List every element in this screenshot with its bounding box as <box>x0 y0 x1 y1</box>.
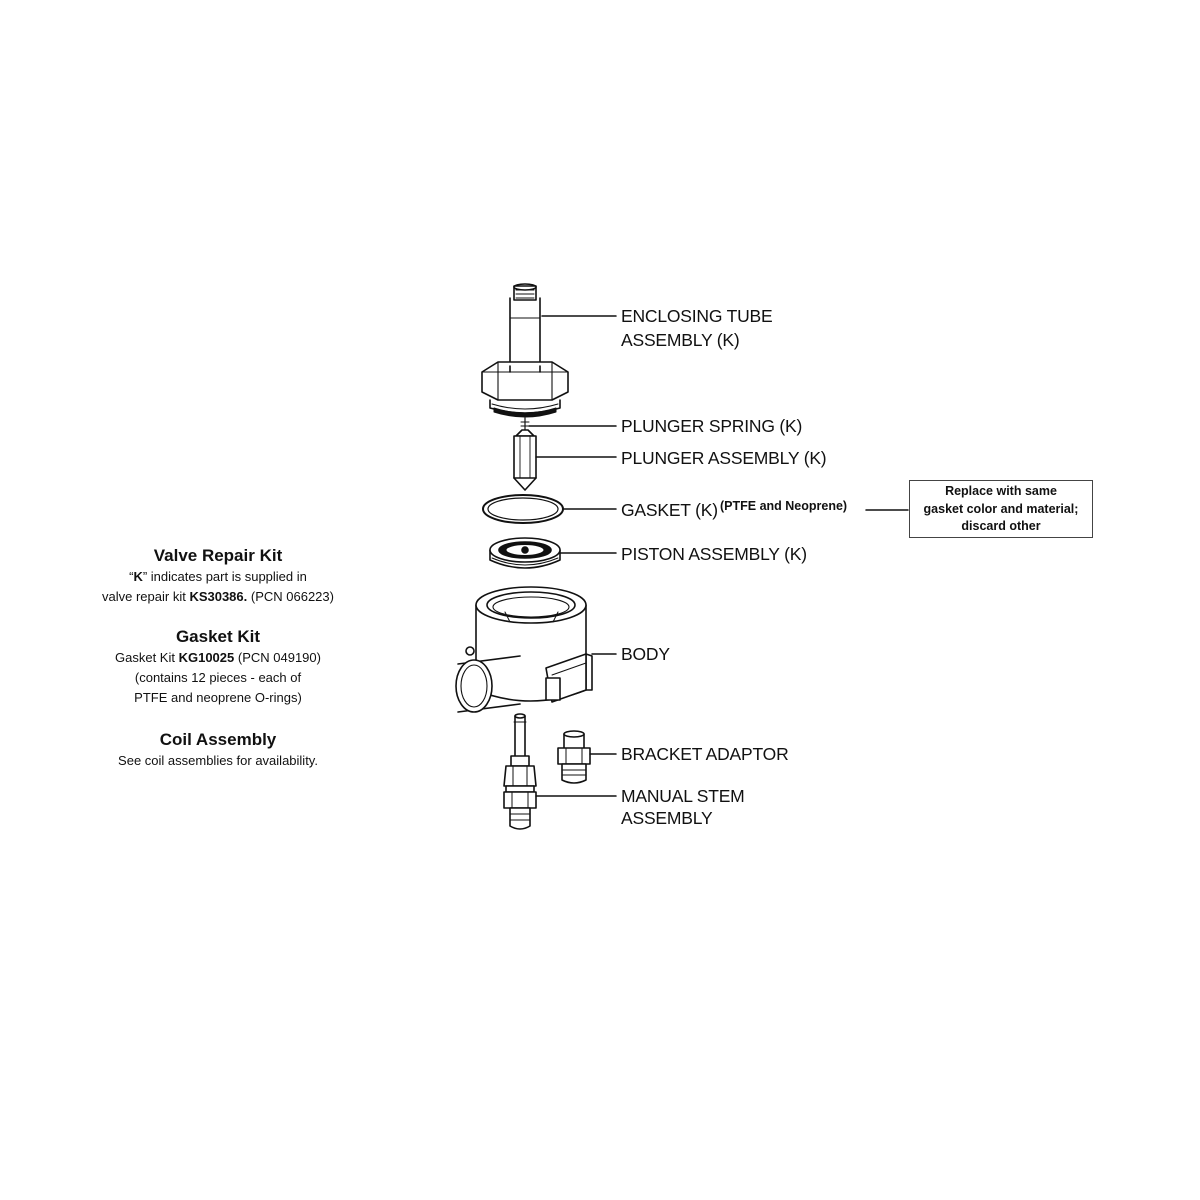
label-enclosing-tube-line2: ASSEMBLY (K) <box>621 330 740 350</box>
manual-stem-drawing <box>503 713 537 830</box>
replace-note-box: Replace with same gasket color and mater… <box>909 480 1093 538</box>
coil-assembly-line1: See coil assemblies for availability. <box>118 753 318 768</box>
label-gasket: GASKET (K) <box>621 500 718 520</box>
gasket-kit-title: Gasket Kit <box>175 627 261 646</box>
label-plunger-spring: PLUNGER SPRING (K) <box>621 416 802 436</box>
plunger-drawing <box>513 417 537 491</box>
gasket-kit-line2: (contains 12 pieces - each of <box>134 670 302 685</box>
coil-assembly-block: Coil Assembly See coil assemblies for av… <box>90 729 346 771</box>
replace-note-line3: discard other <box>961 519 1041 533</box>
valve-repair-kit-line2: valve repair kit KS30386. (PCN 066223) <box>102 589 334 604</box>
label-manual-stem-line2: ASSEMBLY <box>621 808 713 828</box>
gasket-kit-line3: PTFE and neoprene O-rings) <box>134 690 302 705</box>
label-enclosing-tube-line1: ENCLOSING TUBE <box>621 306 773 326</box>
coil-assembly-title: Coil Assembly <box>159 730 277 749</box>
gasket-drawing <box>482 494 564 524</box>
leader-lines <box>528 315 909 797</box>
valve-repair-kit-block: Valve Repair Kit “K” indicates part is s… <box>90 545 346 607</box>
label-bracket-adaptor: BRACKET ADAPTOR <box>621 744 789 764</box>
enclosing-tube-assembly-drawing <box>481 283 569 418</box>
replace-note-line2: gasket color and material; <box>923 501 1079 516</box>
gasket-kit-line1: Gasket Kit KG10025 (PCN 049190) <box>115 650 321 665</box>
valve-body-drawing <box>455 586 593 713</box>
label-body: BODY <box>621 644 670 664</box>
valve-repair-kit-title: Valve Repair Kit <box>153 546 283 565</box>
label-plunger-assembly: PLUNGER ASSEMBLY (K) <box>621 448 826 468</box>
label-gasket-material-note: (PTFE and Neoprene) <box>720 499 847 513</box>
label-piston-assembly: PISTON ASSEMBLY (K) <box>621 544 807 564</box>
label-manual-stem-line1: MANUAL STEM <box>621 786 745 806</box>
piston-assembly-drawing <box>489 537 561 569</box>
valve-repair-kit-line1: “K” indicates part is supplied in <box>129 569 307 584</box>
gasket-kit-block: Gasket Kit Gasket Kit KG10025 (PCN 04919… <box>90 626 346 708</box>
replace-note-line1: Replace with same <box>945 484 1057 498</box>
bracket-adaptor-drawing <box>557 730 591 784</box>
